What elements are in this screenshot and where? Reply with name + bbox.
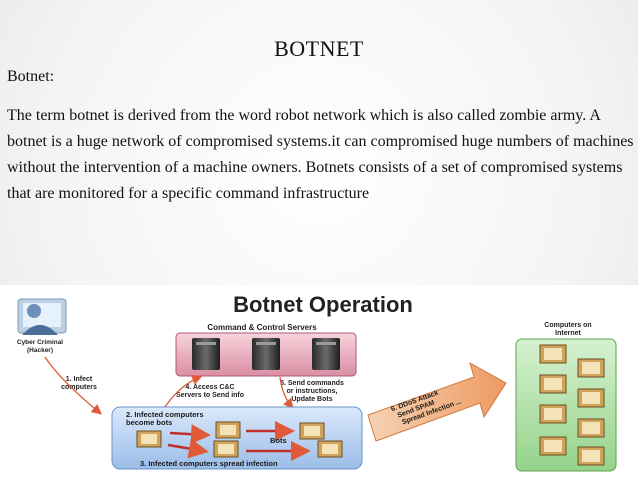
hacker-label-sub: (Hacker): [27, 347, 53, 354]
infect-arrow: [44, 356, 103, 415]
internet-computer-icon: [577, 446, 605, 466]
bots-label: Bots: [270, 436, 287, 445]
internet-label: Computers on: [544, 322, 591, 329]
server-icon: [312, 338, 340, 370]
step4-label: 4. Access C&C: [185, 384, 234, 391]
step2-label-2: become bots: [126, 418, 172, 427]
spread-arrow: [169, 424, 211, 445]
spread-arrow: [167, 438, 209, 459]
bot-computer-icon: [317, 440, 343, 458]
step1-label: 1. Infect: [66, 376, 93, 383]
internet-label-2: Internet: [555, 330, 581, 337]
send-commands-arrow: [279, 376, 294, 409]
internet-computer-icon: [577, 388, 605, 408]
botnet-diagram: Botnet Operation Command & Control Serve…: [0, 285, 638, 479]
step5-label: 5. Send commands: [280, 380, 344, 387]
internet-computer-icon: [577, 358, 605, 378]
diagram-title: Botnet Operation: [233, 292, 413, 317]
bot-computer-icon: [136, 430, 162, 448]
internet-computer-icon: [577, 418, 605, 438]
cc-servers-label: Command & Control Servers: [207, 323, 317, 332]
step5-label-2: or instructions,: [287, 388, 338, 395]
body-paragraph: The term botnet is derived from the word…: [7, 107, 634, 202]
access-cc-arrow: [164, 375, 203, 408]
bot-computer-icon: [215, 421, 241, 439]
step5-label-3: Update Bots: [291, 396, 332, 403]
internet-computer-icon: [539, 436, 567, 456]
internet-computer-icon: [539, 374, 567, 394]
step4-label-2: Servers to Send info: [176, 392, 244, 399]
bot-computer-icon: [299, 422, 325, 440]
hacker-label: Cyber Criminal: [17, 339, 63, 346]
bot-computer-icon: [213, 440, 239, 458]
subheading: Botnet:: [7, 68, 55, 85]
server-icon: [252, 338, 280, 370]
step2-label: 2. Infected computers: [126, 410, 204, 419]
server-icon: [192, 338, 220, 370]
slide-title: BOTNET: [274, 36, 364, 61]
attack-arrow: [367, 361, 507, 442]
step1-label-2: computers: [61, 384, 97, 391]
hacker-icon: [17, 298, 67, 335]
internet-computer-icon: [539, 404, 567, 424]
internet-computer-icon: [539, 344, 567, 364]
step3-label: 3. Infected computers spread infection: [140, 459, 278, 468]
